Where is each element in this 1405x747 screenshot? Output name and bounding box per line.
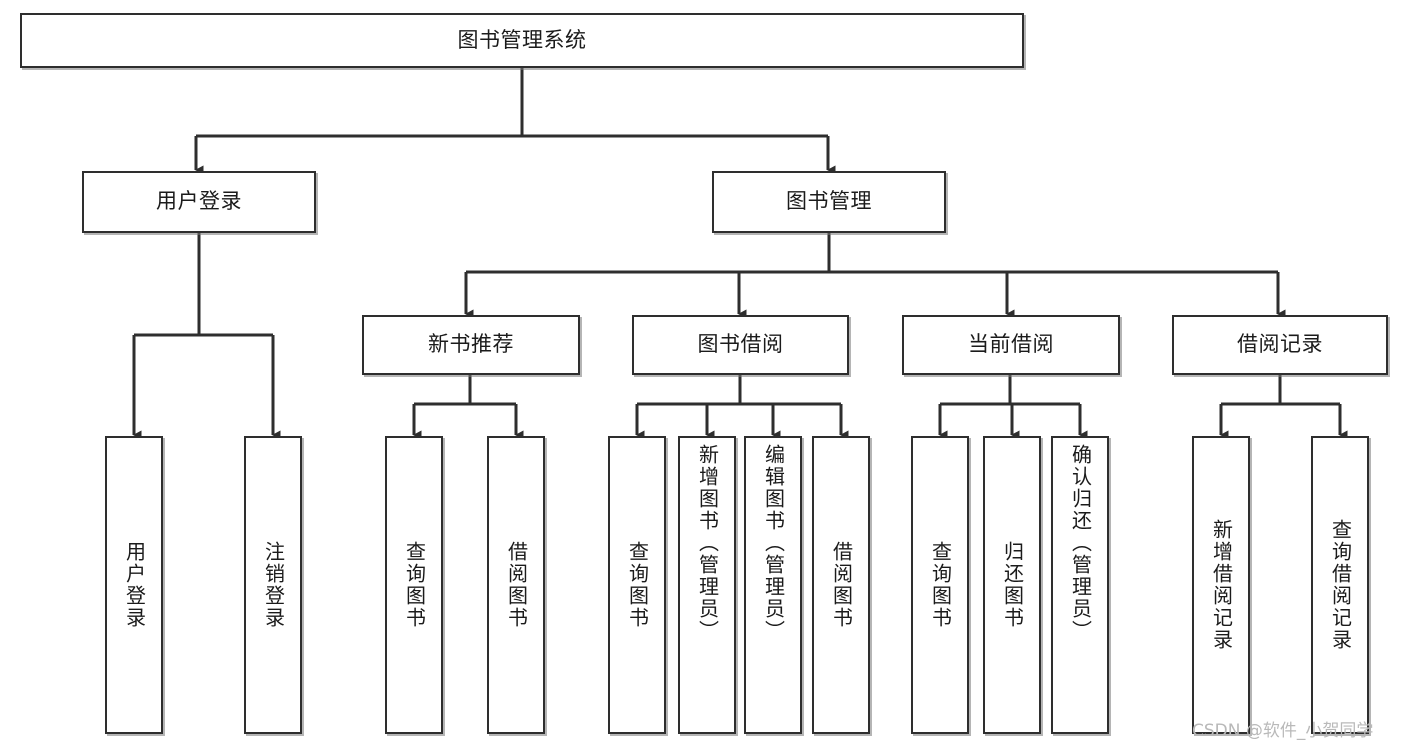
node-leaf-add-book-admin[interactable]: 新增图书（管理员）	[678, 436, 736, 734]
node-book-manage[interactable]: 图书管理	[712, 171, 946, 233]
node-label-leaf-query-borrow-record: 查询借阅记录	[1328, 519, 1353, 651]
node-label-new-book-recommend: 新书推荐	[428, 332, 514, 357]
node-label-current-borrow: 当前借阅	[968, 332, 1054, 357]
node-leaf-borrow-book-borrow[interactable]: 借阅图书	[812, 436, 870, 734]
node-user-login[interactable]: 用户登录	[82, 171, 316, 233]
node-book-borrow[interactable]: 图书借阅	[632, 315, 849, 375]
node-leaf-logout-login[interactable]: 注销登录	[244, 436, 302, 734]
node-label-leaf-edit-book-admin: 编辑图书（管理员）	[761, 444, 786, 642]
node-leaf-edit-book-admin[interactable]: 编辑图书（管理员）	[744, 436, 802, 734]
node-leaf-query-book-recommend[interactable]: 查询图书	[385, 436, 443, 734]
node-new-book-recommend[interactable]: 新书推荐	[362, 315, 580, 375]
node-label-borrow-record: 借阅记录	[1237, 332, 1323, 357]
node-label-leaf-confirm-return-admin: 确认归还（管理员）	[1068, 444, 1093, 642]
node-label-leaf-return-book: 归还图书	[1000, 541, 1025, 629]
node-leaf-add-borrow-record[interactable]: 新增借阅记录	[1192, 436, 1250, 734]
node-leaf-user-login[interactable]: 用户登录	[105, 436, 163, 734]
node-label-leaf-add-borrow-record: 新增借阅记录	[1209, 519, 1234, 651]
node-borrow-record[interactable]: 借阅记录	[1172, 315, 1388, 375]
node-label-leaf-logout-login: 注销登录	[261, 541, 286, 629]
node-current-borrow[interactable]: 当前借阅	[902, 315, 1120, 375]
node-leaf-borrow-book-recommend[interactable]: 借阅图书	[487, 436, 545, 734]
node-leaf-return-book[interactable]: 归还图书	[983, 436, 1041, 734]
node-label-leaf-borrow-book-borrow: 借阅图书	[829, 541, 854, 629]
node-label-root: 图书管理系统	[457, 27, 587, 52]
node-label-leaf-user-login: 用户登录	[122, 541, 147, 629]
node-root-book-management-system[interactable]: 图书管理系统	[20, 13, 1024, 68]
node-leaf-query-book-borrow[interactable]: 查询图书	[608, 436, 666, 734]
node-label-user-login: 用户登录	[156, 189, 242, 214]
node-leaf-confirm-return-admin[interactable]: 确认归还（管理员）	[1051, 436, 1109, 734]
connector-lines	[132, 68, 1348, 440]
node-label-book-borrow: 图书借阅	[697, 332, 784, 357]
node-label-leaf-query-book-recommend: 查询图书	[402, 541, 427, 629]
node-label-book-manage: 图书管理	[786, 189, 872, 214]
node-leaf-query-book-current[interactable]: 查询图书	[911, 436, 969, 734]
node-leaf-query-borrow-record[interactable]: 查询借阅记录	[1311, 436, 1369, 734]
node-label-leaf-query-book-current: 查询图书	[928, 541, 953, 629]
node-label-leaf-add-book-admin: 新增图书（管理员）	[695, 444, 720, 642]
node-label-leaf-query-book-borrow: 查询图书	[625, 541, 650, 629]
node-label-leaf-borrow-book-recommend: 借阅图书	[504, 541, 529, 629]
